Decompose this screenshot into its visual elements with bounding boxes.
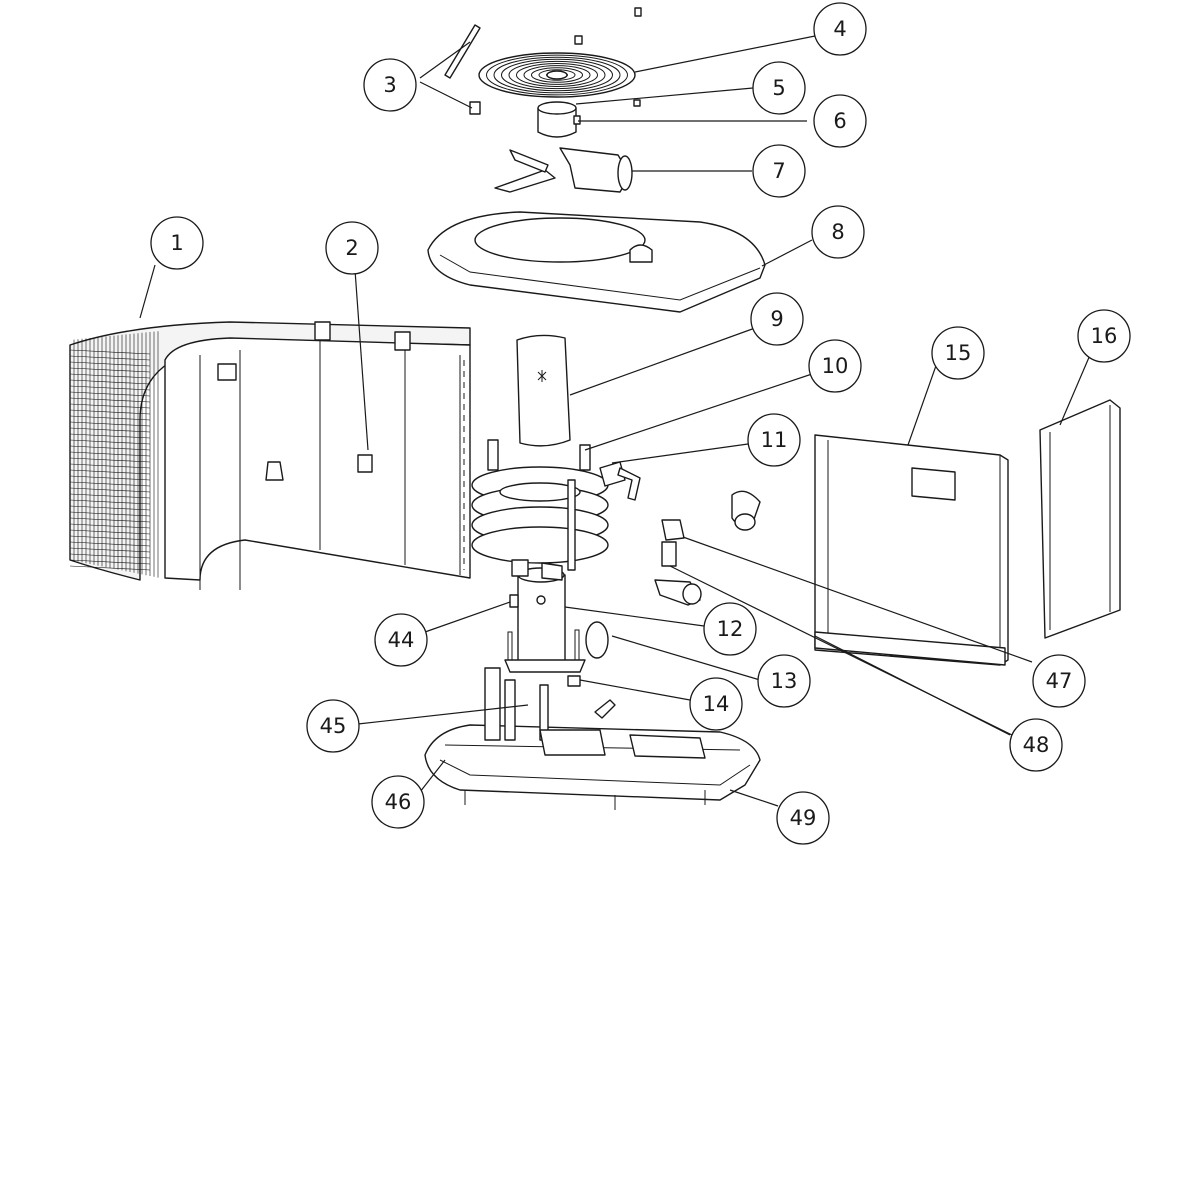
fan-motor: [537, 101, 581, 138]
callout-6-label: 6: [833, 109, 846, 133]
electrical-cover: [516, 334, 571, 447]
fan-grille: [478, 52, 636, 98]
callout-16: 16: [1077, 309, 1131, 363]
callout-46: 46: [371, 775, 425, 829]
callout-46-label: 46: [385, 790, 412, 814]
callout-44-label: 44: [388, 628, 415, 652]
callout-7-label: 7: [772, 159, 785, 183]
base-pan: [424, 667, 761, 810]
heat-exchanger-coil: [471, 439, 641, 571]
compressor: [504, 559, 586, 673]
callout-8: 8: [811, 205, 865, 259]
back-panel: [1039, 399, 1121, 639]
callout-9: 9: [750, 292, 804, 346]
callout-45-label: 45: [320, 714, 347, 738]
valves-and-fittings: [654, 490, 761, 606]
callout-2: 2: [325, 221, 379, 275]
leader-lines: [139, 35, 1091, 807]
callout-15-label: 15: [945, 341, 972, 365]
callout-15: 15: [931, 326, 985, 380]
callout-12-label: 12: [717, 617, 744, 641]
callout-48-label: 48: [1023, 733, 1050, 757]
callouts: 1 2 3 4 5 6 7 8: [150, 2, 1131, 845]
condenser-coil-panel: [164, 321, 471, 590]
callout-13-label: 13: [771, 669, 798, 693]
callout-10-label: 10: [822, 354, 849, 378]
callout-1: 1: [150, 216, 204, 270]
callout-49-label: 49: [790, 806, 817, 830]
callout-7: 7: [752, 144, 806, 198]
callout-8-label: 8: [831, 220, 844, 244]
callout-13: 13: [757, 654, 811, 708]
callout-5: 5: [752, 61, 806, 115]
callout-44: 44: [374, 613, 428, 667]
callout-1-label: 1: [170, 231, 183, 255]
filter-drier: [585, 621, 609, 659]
callout-49: 49: [776, 791, 830, 845]
grommet: [567, 675, 581, 687]
callout-4-label: 4: [833, 17, 846, 41]
screw-parts: [444, 7, 642, 115]
callout-16-label: 16: [1091, 324, 1118, 348]
callout-10: 10: [808, 339, 862, 393]
top-cover: [427, 211, 766, 313]
callout-11: 11: [747, 413, 801, 467]
callout-14-label: 14: [703, 692, 730, 716]
callout-47-label: 47: [1046, 669, 1073, 693]
callout-4: 4: [813, 2, 867, 56]
fan-blade: [494, 147, 633, 193]
side-panel: [814, 434, 1009, 666]
callout-45: 45: [306, 699, 360, 753]
callout-6: 6: [813, 94, 867, 148]
callout-5-label: 5: [772, 76, 785, 100]
callout-14: 14: [689, 677, 743, 731]
callout-47: 47: [1032, 654, 1086, 708]
callout-11-label: 11: [761, 428, 788, 452]
callout-12: 12: [703, 602, 757, 656]
callout-3-label: 3: [383, 73, 396, 97]
callout-48: 48: [1009, 718, 1063, 772]
wire-mesh-guard: [69, 321, 471, 581]
callout-3: 3: [363, 58, 417, 112]
callout-9-label: 9: [770, 307, 783, 331]
callout-2-label: 2: [345, 236, 358, 260]
